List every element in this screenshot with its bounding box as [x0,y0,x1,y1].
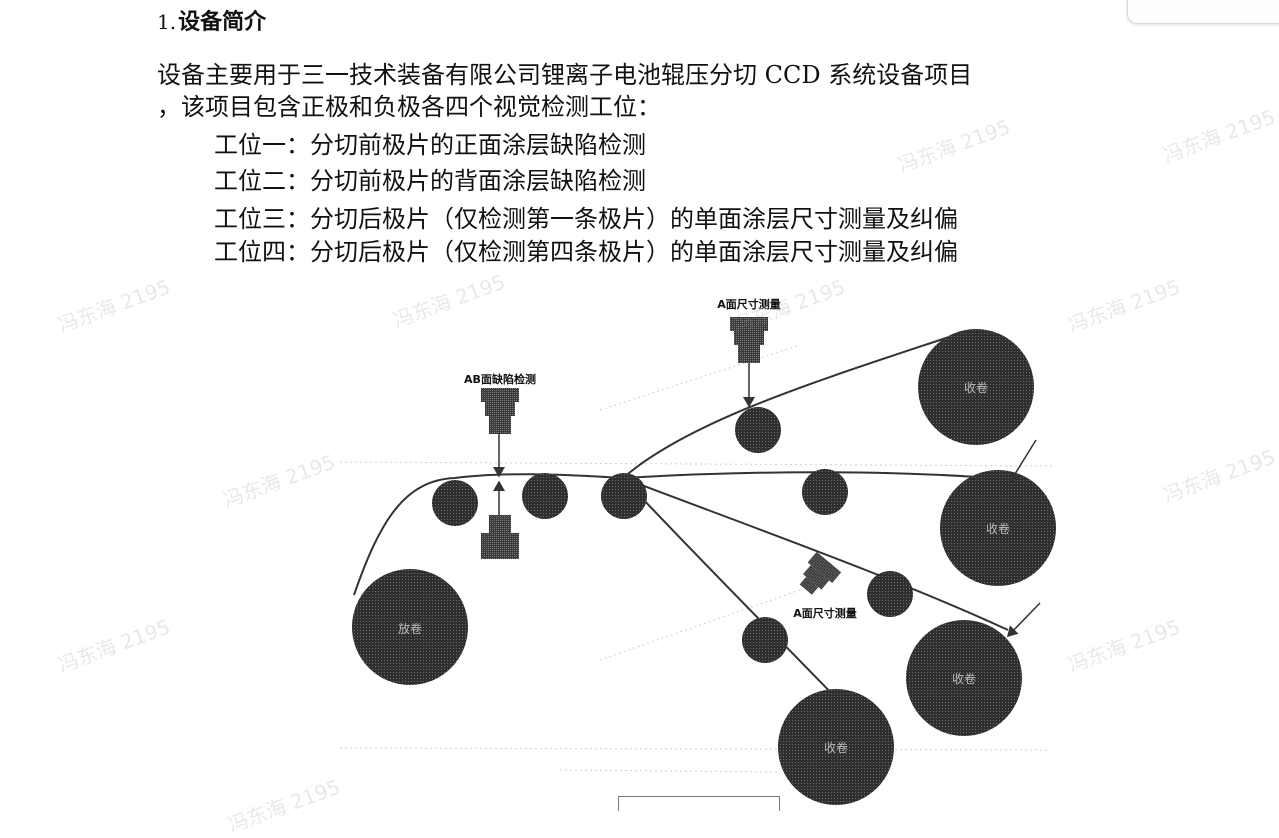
roller [432,480,478,526]
roller [735,407,781,453]
rewind-roll-4: 收卷 [778,689,894,805]
ab-defect-camera-top [481,388,519,478]
rewind-roll-2: 收卷 [940,470,1056,586]
roller [522,473,568,519]
station-4-desc: 分切后极片（仅检测第四条极片）的单面涂层尺寸测量及纠偏 [310,238,958,266]
unwind-roll: 放卷 [352,569,468,685]
roller-path-diagram: 放卷 收卷 收卷 收卷 收卷 AB面缺陷检测 A面尺寸测量 [339,297,1056,805]
corner-tab[interactable]: + [1127,0,1279,24]
roller [742,617,788,663]
scan-noise [339,344,1056,773]
station-2-desc: 分切前极片的背面涂层缺陷检测 [310,167,646,195]
a-size-camera-bottom [799,551,842,595]
edge-arrow [1009,439,1037,484]
plus-icon: + [1262,0,1275,4]
station-3: 工位三：分切后极片（仅检测第一条极片）的单面涂层尺寸测量及纠偏 [214,204,958,234]
a-size-camera-top [730,317,768,408]
station-3-desc: 分切后极片（仅检测第一条极片）的单面涂层尺寸测量及纠偏 [310,205,958,233]
roller [601,473,647,519]
a-size-camera-bottom-label: A面尺寸测量 [793,606,857,620]
section-number: 1. [157,10,177,34]
rewind-roll-1-label: 收卷 [964,380,988,395]
unwind-roll-label: 放卷 [398,621,422,636]
rewind-roll-3-label: 收卷 [952,671,976,686]
station-2: 工位二：分切前极片的背面涂层缺陷检测 [214,166,646,196]
station-4-label: 工位四 [214,238,286,266]
station-2-label: 工位二 [214,167,286,195]
roller [867,571,913,617]
intro-line-2: ，该项目包含正极和负极各四个视觉检测工位： [157,93,661,121]
station-4-sep: ： [286,238,310,266]
station-1-sep: ： [286,131,310,159]
station-4: 工位四：分切后极片（仅检测第四条极片）的单面涂层尺寸测量及纠偏 [214,237,958,267]
station-1-desc: 分切前极片的正面涂层缺陷检测 [310,131,646,159]
rewind-roll-4-label: 收卷 [824,740,848,755]
intro-line-1: 设备主要用于三一技术装备有限公司锂离子电池辊压分切 CCD 系统设备项目 [157,61,973,89]
station-1: 工位一：分切前极片的正面涂层缺陷检测 [214,130,646,160]
roller [802,469,848,515]
rewind-roll-3: 收卷 [906,620,1022,736]
a-size-camera-top-label: A面尺寸测量 [717,297,781,311]
web-path [353,334,1019,701]
station-1-label: 工位一 [214,131,286,159]
rewind-roll-2-label: 收卷 [986,521,1010,536]
station-3-label: 工位三 [214,205,286,233]
station-3-sep: ： [286,205,310,233]
ab-defect-camera-label: AB面缺陷检测 [464,372,536,386]
rewind-roll-1: 收卷 [918,329,1034,445]
ab-defect-camera-bottom [481,480,519,559]
station-2-sep: ： [286,167,310,195]
bottom-frame [618,796,780,811]
guide-rollers [432,407,913,663]
section-title: 设备简介 [178,10,267,35]
edge-arrow [1006,602,1041,638]
section-heading: 1. 设备简介 [157,6,266,39]
